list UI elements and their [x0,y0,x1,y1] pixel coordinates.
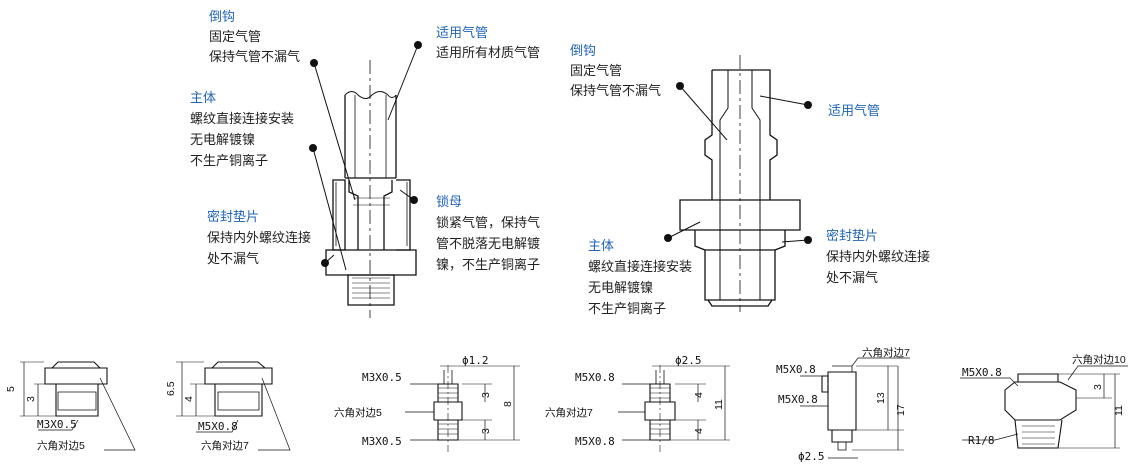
callout-title: 倒钩 [570,44,597,59]
dim-value: 11 [1113,405,1125,416]
callout-line: 保持内外螺纹连接 [207,231,312,246]
dim-value: 8 [502,401,514,407]
dim-value: 4 [183,396,195,402]
bore-label: ϕ2.5 [798,450,825,463]
dim-value: 3 [25,396,37,402]
hex-label: 六角对边7 [545,406,593,419]
callout-line: 保持气管不漏气 [209,50,301,65]
callout-title: 适用气管 [828,104,881,119]
union-m5-drawing [618,365,730,452]
left-gasket-callout: 密封垫片 保持内外螺纹连接 处不漏气 [207,207,311,270]
callout-line: 适用所有材质气管 [436,46,541,61]
dim-value: 4 [693,428,705,434]
bore-label: ϕ2.5 [675,354,702,367]
plug-m3-drawing [20,361,136,451]
callout-line: 无电解镀镍 [190,133,256,148]
right-tube-callout: 适用气管 [828,102,880,122]
callout-title: 密封垫片 [207,210,260,225]
dim-value: 17 [895,404,907,416]
left-body-callout: 主体 螺纹直接连接安装 无电解镀镍 不生产铜离子 [190,88,294,172]
callout-line: 螺纹直接连接安装 [190,112,295,127]
callout-line: 无电解镀镍 [588,281,654,296]
dim-value: 3 [480,428,492,434]
left-barb-callout: 倒钩 固定气管 保持气管不漏气 [209,8,300,68]
thread-label: M5X0.8 [962,366,1002,379]
callout-line: 处不漏气 [826,271,879,286]
hex-label: 六角对边5 [37,439,85,452]
callout-title: 主体 [588,239,615,254]
thread-label: M5X0.8 [778,393,818,406]
callout-title: 倒钩 [209,10,236,25]
callout-line: 不生产铜离子 [588,302,667,317]
thread-label: M3X0.5 [362,371,402,384]
right-leader-lines [667,85,809,243]
callout-line: 处不漏气 [207,252,260,267]
dim-value: 3 [480,392,492,398]
callout-line: 锁紧气管，保持气 [436,216,541,231]
plug-r18-drawing [960,365,1128,449]
thread-label: M5X0.8 [575,371,615,384]
left-fitting-drawing [325,60,417,318]
right-gasket-callout: 密封垫片 保持内外螺纹连接 处不漏气 [826,226,930,289]
thread-label: R1/8 [968,434,995,447]
callout-title: 主体 [190,91,217,106]
callout-line: 螺纹直接连接安装 [588,260,693,275]
thread-label: M5X0.8 [198,420,238,433]
callout-line: 镍，不生产铜离子 [436,258,541,273]
callout-line: 固定气管 [209,30,262,45]
hex-label: 六角对边10 [1072,353,1126,366]
callout-line: 保持内外螺纹连接 [826,250,931,265]
dim-value: 11 [713,399,725,410]
dim-value: 3 [1092,384,1104,390]
right-barb-callout: 倒钩 固定气管 保持气管不漏气 [570,42,661,102]
right-fitting-drawing [679,55,801,312]
plug-m5-drawing [176,361,291,451]
dimension-labels: 5 3 M3X0.5 六角对边5 6.5 4 M5X0.8 六角对边7 M3X0… [5,346,1126,463]
thread-label: M5X0.8 [776,363,816,376]
dim-value: 5 [5,386,17,392]
callout-title: 密封垫片 [826,229,879,244]
thread-label: M5X0.8 [575,435,615,448]
dim-value: 4 [693,392,705,398]
right-body-callout: 主体 螺纹直接连接安装 无电解镀镍 不生产铜离子 [588,236,692,320]
left-leader-lines [312,44,419,271]
hex-label: 六角对边5 [334,406,382,419]
callout-title: 适用气管 [436,26,489,41]
callout-line: 保持气管不漏气 [570,84,662,99]
thread-label: M3X0.5 [362,435,402,448]
hex-label: 六角对边7 [862,346,910,359]
callout-dots [309,41,812,267]
callout-line: 管不脱落无电解镀 [436,237,541,252]
elbow-m5-drawing [800,357,910,459]
callout-title: 锁母 [436,195,463,210]
left-tube-callout: 适用气管 适用所有材质气管 [436,24,540,64]
thread-label: M3X0.5 [37,418,77,431]
callout-line: 固定气管 [570,64,623,79]
dim-value: 13 [875,392,887,404]
dim-value: 6.5 [165,381,177,396]
left-nut-callout: 锁母 锁紧气管，保持气 管不脱落无电解镀 镍，不生产铜离子 [436,192,540,276]
bore-label: ϕ1.2 [462,354,489,367]
hex-label: 六角对边7 [201,439,249,452]
callout-line: 不生产铜离子 [190,154,269,169]
union-m3-drawing [405,365,520,452]
